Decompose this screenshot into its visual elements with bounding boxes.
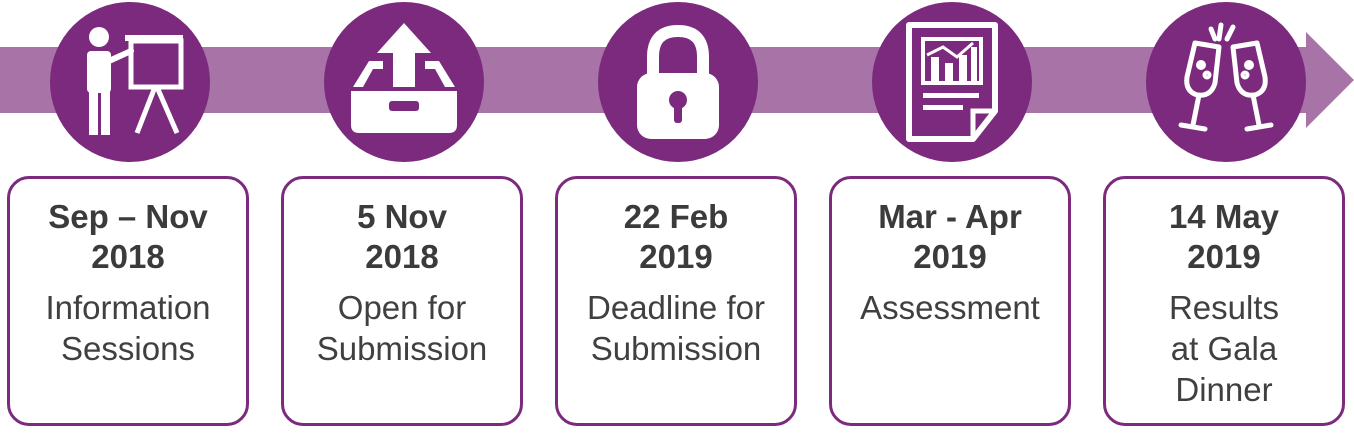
- label-line: Assessment: [860, 289, 1040, 326]
- label-line: Results: [1168, 289, 1280, 326]
- step-1-date: Sep – Nov 2018: [10, 197, 246, 277]
- step-2-icon-circle: [324, 2, 484, 162]
- champagne-toast-icon: [1178, 22, 1274, 132]
- date-line: 14 May: [1168, 198, 1280, 235]
- padlock-icon: [637, 24, 719, 139]
- step-1-card: Sep – Nov 2018 Information Sessions: [7, 176, 249, 426]
- step-4-icon-circle: [872, 2, 1032, 162]
- date-line: 2019: [1187, 238, 1261, 275]
- presentation-icon: [87, 27, 184, 135]
- date-line: 2018: [91, 238, 165, 275]
- step-5-icon-circle: [1146, 2, 1306, 162]
- label-line: Dinner: [1175, 371, 1273, 408]
- step-1-icon-circle: [50, 2, 210, 162]
- step-2-date: 5 Nov 2018: [284, 197, 520, 277]
- label-line: Information: [45, 289, 211, 326]
- step-3-card: 22 Feb 2019 Deadline for Submission: [555, 176, 797, 426]
- upload-tray-icon: [351, 23, 457, 133]
- step-5-date: 14 May 2019: [1106, 197, 1342, 277]
- date-line: 2019: [639, 238, 713, 275]
- date-line: 22 Feb: [623, 198, 729, 235]
- date-line: Sep – Nov: [48, 198, 208, 235]
- report-chart-icon: [906, 22, 998, 142]
- date-line: 2018: [365, 238, 439, 275]
- label-line: Submission: [316, 330, 488, 367]
- label-line: at Gala: [1170, 330, 1278, 367]
- step-3-date: 22 Feb 2019: [558, 197, 794, 277]
- date-line: 2019: [913, 238, 987, 275]
- step-2-card: 5 Nov 2018 Open for Submission: [281, 176, 523, 426]
- timeline-arrow-head: [1306, 32, 1354, 128]
- step-4-date: Mar - Apr 2019: [832, 197, 1068, 277]
- step-4-label: Assessment: [832, 287, 1068, 328]
- step-4-card: Mar - Apr 2019 Assessment: [829, 176, 1071, 426]
- label-line: Submission: [590, 330, 762, 367]
- step-5-card: 14 May 2019 Results at Gala Dinner: [1103, 176, 1345, 426]
- date-line: 5 Nov: [357, 198, 447, 235]
- step-2-label: Open for Submission: [284, 287, 520, 369]
- date-line: Mar - Apr: [878, 198, 1022, 235]
- label-line: Sessions: [61, 330, 195, 367]
- step-5-label: Results at Gala Dinner: [1106, 287, 1342, 410]
- step-3-icon-circle: [598, 2, 758, 162]
- step-1-label: Information Sessions: [10, 287, 246, 369]
- label-line: Deadline for: [587, 289, 765, 326]
- step-3-label: Deadline for Submission: [558, 287, 794, 369]
- label-line: Open for: [337, 289, 467, 326]
